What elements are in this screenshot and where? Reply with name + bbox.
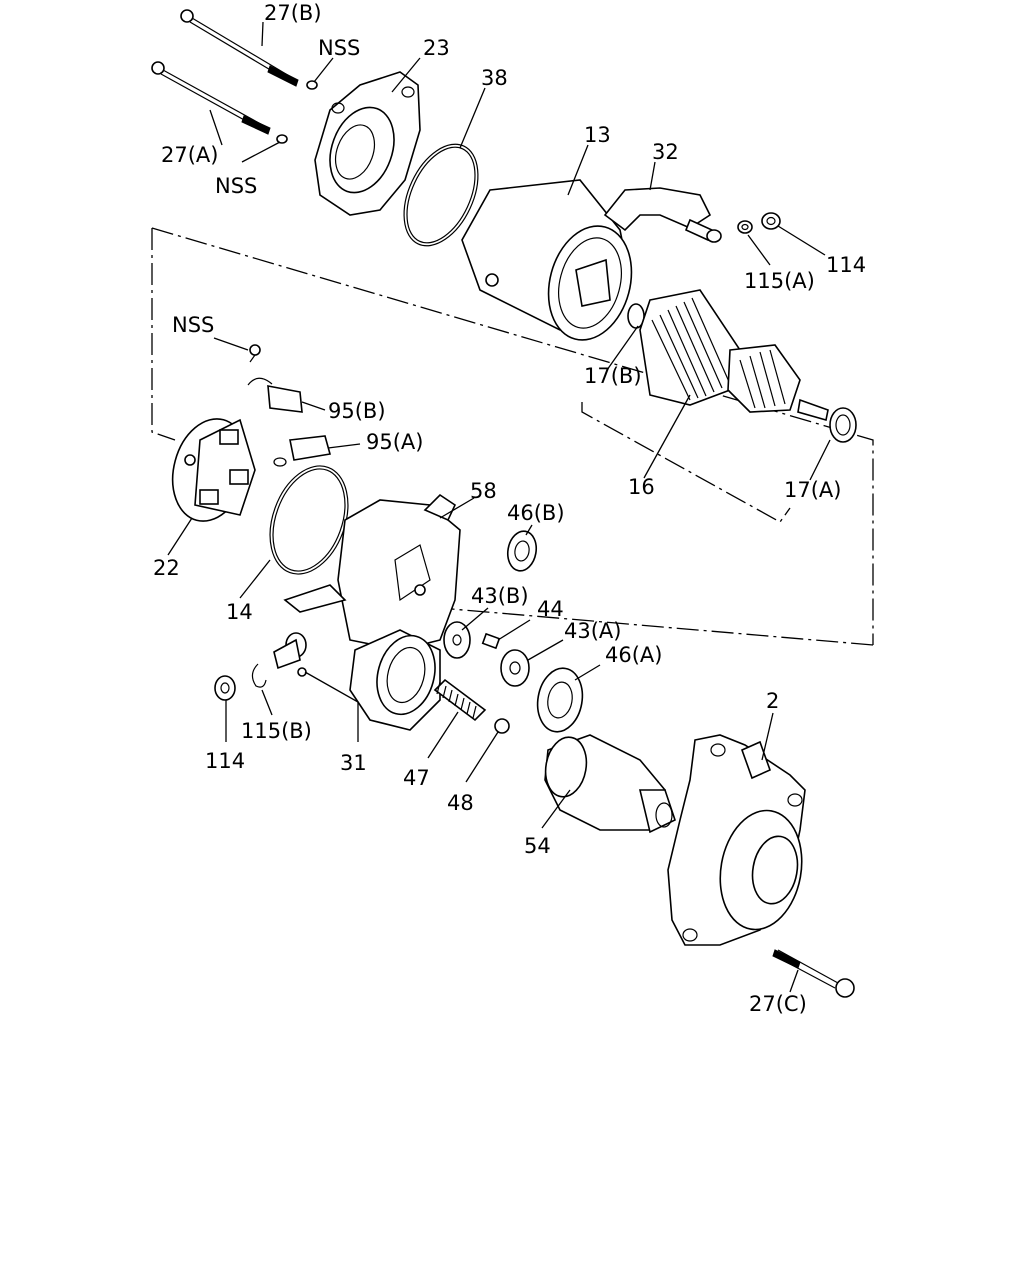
- label-nss-left: NSS: [172, 313, 214, 337]
- brush-95a: [273, 435, 332, 467]
- part-labels: 27(B) NSS 23 38 27(A) NSS 13 32 115(A) 1…: [153, 1, 866, 1016]
- idle-gear-46b: [506, 530, 538, 572]
- label-31: 31: [340, 751, 367, 775]
- label-46b: 46(B): [507, 501, 565, 525]
- through-bolt-27b: [180, 9, 299, 87]
- washer-43b: [443, 621, 471, 659]
- label-95a: 95(A): [366, 430, 423, 454]
- rear-cover-23: [314, 71, 421, 216]
- pin-44: [481, 632, 501, 650]
- label-44: 44: [537, 597, 564, 621]
- bolt-27c: [772, 949, 855, 998]
- label-47: 47: [403, 766, 430, 790]
- armature-16: [627, 289, 829, 422]
- label-16: 16: [628, 475, 655, 499]
- lead-wire-32: [603, 187, 722, 243]
- label-48: 48: [447, 791, 474, 815]
- drive-housing-2: [667, 734, 806, 946]
- washer-nss-mid: [276, 134, 288, 144]
- clutch-assembly-54: [544, 734, 676, 834]
- assembly-boundary: [151, 227, 874, 646]
- gear-46a: [536, 667, 584, 733]
- label-43b: 43(B): [471, 584, 529, 608]
- washer-115a: [737, 220, 753, 234]
- ball-48: [494, 718, 510, 734]
- label-95b: 95(B): [328, 399, 386, 423]
- label-58: 58: [470, 479, 497, 503]
- label-2: 2: [766, 689, 779, 713]
- spring-47: [433, 678, 487, 722]
- label-38: 38: [481, 66, 508, 90]
- label-nss-top: NSS: [318, 36, 360, 60]
- label-23: 23: [423, 36, 450, 60]
- label-115a: 115(A): [744, 269, 815, 293]
- label-46a: 46(A): [605, 643, 662, 667]
- label-32: 32: [652, 140, 679, 164]
- label-54: 54: [524, 834, 551, 858]
- retainer-43a: [500, 649, 530, 687]
- circlip-115b: [251, 663, 267, 688]
- screw-nss-left: [249, 344, 261, 363]
- housing-58: [283, 493, 461, 651]
- washer-nss-top: [306, 80, 318, 90]
- label-27a: 27(A): [161, 143, 218, 167]
- bearing-17a: [829, 407, 857, 443]
- nut-114-bottom: [214, 675, 236, 701]
- label-115b: 115(B): [241, 719, 312, 743]
- label-14: 14: [226, 600, 253, 624]
- leader-lines: [167, 21, 831, 993]
- label-17b: 17(B): [584, 364, 642, 388]
- label-114-bottom: 114: [205, 749, 245, 773]
- nut-114-top: [761, 212, 781, 230]
- o-ring-38: [403, 143, 479, 247]
- brush-holder-22: [171, 418, 256, 522]
- label-13: 13: [584, 123, 611, 147]
- through-bolt-27a: [151, 61, 271, 135]
- label-22: 22: [153, 556, 180, 580]
- yoke-13: [461, 179, 633, 341]
- label-27b: 27(B): [264, 1, 322, 25]
- label-43a: 43(A): [564, 619, 621, 643]
- magnetic-switch-31: [273, 629, 441, 731]
- label-27c: 27(C): [749, 992, 807, 1016]
- label-nss-mid: NSS: [215, 174, 257, 198]
- label-17a: 17(A): [784, 478, 841, 502]
- label-114-top: 114: [826, 253, 866, 277]
- brush-95b: [247, 377, 303, 413]
